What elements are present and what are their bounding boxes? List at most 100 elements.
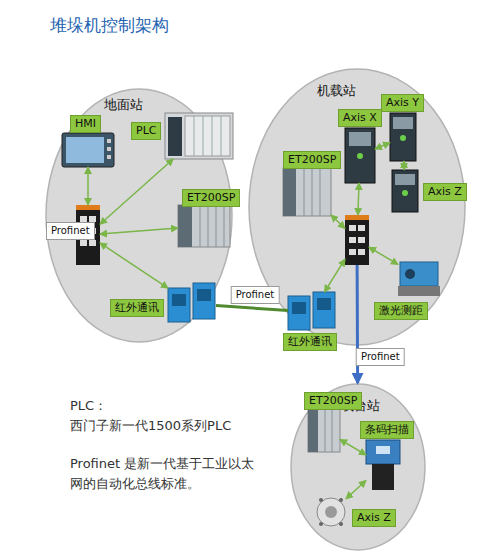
device-label: Axis X bbox=[338, 109, 382, 127]
et200sp-module-part bbox=[332, 408, 333, 452]
plc-rack bbox=[165, 113, 233, 159]
device-label: Axis Y bbox=[381, 94, 424, 112]
servo-drive-part bbox=[357, 153, 363, 159]
et200sp-module-part bbox=[308, 408, 340, 452]
et200sp-module-part bbox=[325, 408, 326, 452]
ellipse-shape bbox=[46, 89, 232, 342]
axis-motor-part bbox=[319, 498, 323, 502]
hmi-panel bbox=[62, 133, 114, 167]
note-text: 西门子新一代1500系列PLC bbox=[70, 416, 270, 436]
station-heading: 机载站 bbox=[317, 82, 356, 100]
network-switch-part bbox=[76, 205, 100, 210]
diagram-title: 堆垛机控制架构 bbox=[50, 14, 169, 37]
et200sp-module-part bbox=[216, 205, 217, 247]
hmi-panel-part bbox=[62, 133, 114, 167]
servo-drive-part bbox=[392, 170, 418, 212]
infrared-transceiver-part bbox=[193, 283, 215, 319]
network-switch-part bbox=[349, 249, 356, 255]
barcode-scanner-part bbox=[366, 440, 400, 464]
et200sp-module-part bbox=[178, 205, 192, 247]
infrared-transceiver-part bbox=[313, 292, 335, 328]
plc-rack-part bbox=[168, 117, 182, 156]
infrared-transceiver-part bbox=[197, 289, 211, 301]
network-switch-part bbox=[80, 240, 87, 246]
infrared-transceiver-part bbox=[172, 294, 186, 306]
device-label: Axis Z bbox=[423, 183, 467, 201]
network-switch-part bbox=[358, 237, 365, 243]
connector-line bbox=[87, 167, 89, 205]
device-label: 激光测距 bbox=[374, 302, 428, 320]
laser-rangefinder-part bbox=[405, 269, 415, 279]
et200sp-module-part bbox=[304, 168, 305, 216]
plc-rack-part bbox=[185, 116, 230, 156]
axis-motor-part bbox=[339, 522, 343, 526]
plc-rack-part bbox=[165, 113, 233, 159]
servo-drive-part bbox=[402, 190, 408, 196]
ellipse-shape bbox=[249, 69, 465, 345]
device-label: ET200SP bbox=[283, 151, 341, 169]
connector-line bbox=[216, 306, 288, 311]
laser-rangefinder-part bbox=[400, 262, 438, 286]
note-text: Profinet 是新一代基于工业以太网的自动化总线标准。 bbox=[70, 454, 255, 494]
et200sp-module bbox=[283, 168, 331, 216]
et200sp-module bbox=[308, 408, 340, 452]
network-switch-part bbox=[349, 237, 356, 243]
servo-drive bbox=[392, 170, 418, 212]
hmi-panel-part bbox=[107, 147, 111, 151]
axis-motor bbox=[317, 498, 345, 526]
servo-drive bbox=[345, 128, 375, 183]
plc-rack-part bbox=[221, 116, 222, 156]
hmi-panel-part bbox=[66, 137, 104, 163]
network-switch-part bbox=[349, 225, 356, 231]
note-text: PLC： bbox=[70, 396, 270, 416]
axis-motor-part bbox=[339, 498, 343, 502]
et200sp-module bbox=[178, 205, 230, 247]
servo-drive-part bbox=[390, 113, 416, 161]
device-label: ET200SP bbox=[182, 189, 240, 207]
plc-rack-part bbox=[212, 116, 213, 156]
et200sp-module-part bbox=[200, 205, 201, 247]
et200sp-module-part bbox=[208, 205, 209, 247]
infrared-transceiver-part bbox=[292, 302, 306, 314]
connector-label: Profinet bbox=[231, 286, 280, 304]
barcode-scanner-part bbox=[372, 464, 394, 490]
plc-rack-part bbox=[203, 116, 204, 156]
infrared-transceiver-part bbox=[288, 296, 310, 330]
laser-rangefinder-part bbox=[398, 286, 440, 296]
hmi-panel-part bbox=[107, 155, 111, 159]
et200sp-module-part bbox=[224, 205, 225, 247]
network-switch-part bbox=[345, 215, 369, 220]
plc-rack-part bbox=[194, 116, 195, 156]
et200sp-module-part bbox=[312, 168, 313, 216]
axis-motor-part bbox=[325, 506, 337, 518]
infrared-transceiver-part bbox=[168, 288, 190, 322]
device-label: 红外通讯 bbox=[283, 333, 337, 351]
barcode-scanner-part bbox=[376, 446, 390, 454]
axis-motor-part bbox=[319, 522, 323, 526]
network-switch-part bbox=[345, 215, 369, 265]
servo-drive-part bbox=[395, 174, 415, 185]
servo-drive-part bbox=[393, 117, 413, 129]
network-label: Profinet bbox=[46, 222, 95, 240]
hmi-panel-part bbox=[107, 139, 111, 143]
infrared-transceiver-part bbox=[317, 298, 331, 310]
device-label: 红外通讯 bbox=[110, 299, 164, 317]
network-switch bbox=[345, 215, 369, 265]
station-heading: 地面站 bbox=[104, 96, 143, 114]
device-label: PLC bbox=[131, 122, 161, 140]
axis-motor-part bbox=[317, 498, 345, 526]
network-switch-part bbox=[89, 240, 96, 246]
servo-drive-part bbox=[349, 132, 371, 146]
et200sp-module-part bbox=[320, 168, 321, 216]
connector-label: Profinet bbox=[356, 348, 405, 366]
ellipse-shape bbox=[291, 384, 425, 550]
servo-drive bbox=[390, 113, 416, 161]
station-ellipse: 载台站ET200SP条码扫描Axis Z bbox=[290, 383, 426, 551]
et200sp-module-part bbox=[283, 168, 331, 216]
laser-rangefinder bbox=[398, 262, 440, 296]
device-label: ET200SP bbox=[304, 392, 362, 410]
device-label: Axis Z bbox=[352, 509, 396, 527]
servo-drive-part bbox=[345, 128, 375, 183]
